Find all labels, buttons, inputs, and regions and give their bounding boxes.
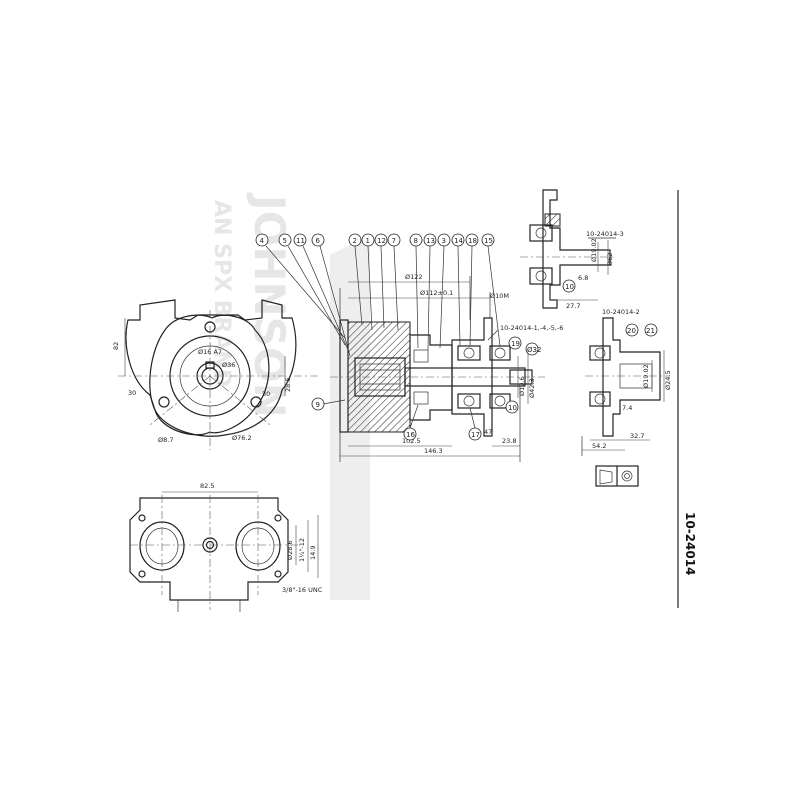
svg-text:Ø32: Ø32 [527,346,541,354]
svg-text:8: 8 [414,237,418,245]
front-view: 82 28.6 30 30 Ø76.2 Ø8.7 Ø16 A7 Ø36 [112,299,320,450]
dim-19-02: Ø19.02 [590,238,598,262]
watermark: JOHNSON AN SPX BRAND [209,192,370,600]
dim-7-4: 7.4 [622,404,632,412]
dim-hole: Ø8.7 [158,436,173,444]
dim-6-8: 6.8 [578,274,588,282]
top-view: 82.5 Ø28.6 1¼"-12 14.9 3/8"-16 UNC [129,482,323,612]
watermark-line1: JOHNSON [245,192,294,418]
dim-42-3: Ø42.3 [528,378,536,398]
balloon-21: 21 [644,323,658,337]
svg-text:21: 21 [646,327,655,335]
dim-port-dia: Ø28.6 [286,540,294,560]
svg-text:6: 6 [316,237,321,245]
balloon-3: 3 [437,233,451,349]
svg-text:20: 20 [627,327,636,335]
balloon-13: 13 [423,233,437,351]
dim-122: Ø122 [405,273,423,281]
ref-assy-2: 10-24014-2 [602,308,640,316]
balloon-5: 5 [278,233,346,346]
balloon-8: 8 [409,233,423,349]
dim-hex: 14.9 [309,546,317,560]
dim-32-7: 32.7 [630,432,644,440]
balloon-14: 14 [451,233,465,347]
dim-19-05: Ø19.02 [642,364,650,388]
balloon-2: 2 [348,233,363,326]
angle-30-right: 30 [262,390,270,398]
svg-text:5: 5 [283,237,287,245]
svg-text:9: 9 [316,401,320,409]
svg-text:13: 13 [426,237,435,245]
svg-text:14: 14 [454,237,463,245]
dim-112: Ø112±0.1 [420,289,453,297]
balloon-30: Ø32 [525,342,541,356]
balloon-16: 16 [403,404,419,441]
dim-27-7: 27.7 [566,302,580,310]
dim-146-3: 146.3 [424,447,443,455]
dim-102-5: 102.5 [402,437,421,445]
svg-text:11: 11 [296,237,305,245]
watermark-line2: AN SPX BRAND [209,200,234,387]
dim-bore: Ø36 [222,361,235,369]
dim-shaft: Ø16 A7 [198,348,222,356]
balloon-6: 6 [311,233,351,357]
svg-text:10: 10 [565,283,574,291]
balloon-10-detail: 10 [562,279,576,293]
section-view: Ø122 Ø112±0.1 Ø10M 102.5 146.3 23.8 47 Ø… [330,273,563,462]
svg-text:12: 12 [377,237,386,245]
balloon-7: 7 [387,233,401,331]
balloon-17: 17 [468,407,482,441]
dim-54-2: 54.2 [592,442,606,450]
dim-unc-thread: 3/8"-16 UNC [282,586,323,594]
svg-text:15: 15 [484,237,493,245]
detail-assy-2: 10-24014-2 20 21 Ø19.02 Ø24.5 7.4 32.7 5… [581,308,672,456]
svg-text:10: 10 [508,404,517,412]
svg-text:17: 17 [471,431,480,439]
balloon-10-main: 10 [505,400,519,414]
svg-text:16: 16 [406,431,415,439]
ref-assy-3: 10-24014-3 [586,230,624,238]
dim-10m: Ø10M [490,292,509,300]
balloon-11: 11 [293,233,349,351]
dim-left-height: 82 [112,342,120,350]
angle-30-left: 30 [128,389,136,397]
svg-text:2: 2 [353,237,357,245]
dim-24-5: Ø24.5 [664,370,672,390]
balloon-15: 15 [481,233,501,347]
svg-text:7: 7 [392,237,396,245]
drawing-number: 10-24014 [683,512,697,575]
dim-47: 47 [484,428,492,436]
projection-symbol [595,465,639,487]
svg-text:3: 3 [442,237,446,245]
balloon-20: 20 [625,323,639,337]
dim-thread-size: 1¼"-12 [298,538,306,562]
svg-text:4: 4 [260,237,265,245]
dim-62: Ø62 [606,253,614,266]
svg-text:18: 18 [468,237,477,245]
dim-bolt-circle: Ø76.2 [232,434,252,442]
balloon-9: 9 [311,397,346,411]
balloon-18: 18 [465,233,479,347]
ref-assy-1: 10-24014-1,-4,-5,-6 [500,324,563,332]
svg-text:19: 19 [511,340,520,348]
dim-19-6: Ø19.6 [518,376,526,396]
balloon-19: 19 [508,336,522,350]
balloon-1: 1 [361,233,375,331]
dim-23-8: 23.8 [502,437,516,445]
detail-assy-3: 10-24014-3 Ø19.02 Ø62 6.8 27.7 10 [520,189,624,310]
balloon-row: 4 5 11 6 2 1 12 7 8 13 3 14 18 15 9 16 1… [255,233,541,441]
dim-28-6: 28.6 [284,378,292,392]
balloon-12: 12 [374,233,388,329]
svg-text:1: 1 [366,237,370,245]
dim-port-spacing: 82.5 [200,482,214,490]
